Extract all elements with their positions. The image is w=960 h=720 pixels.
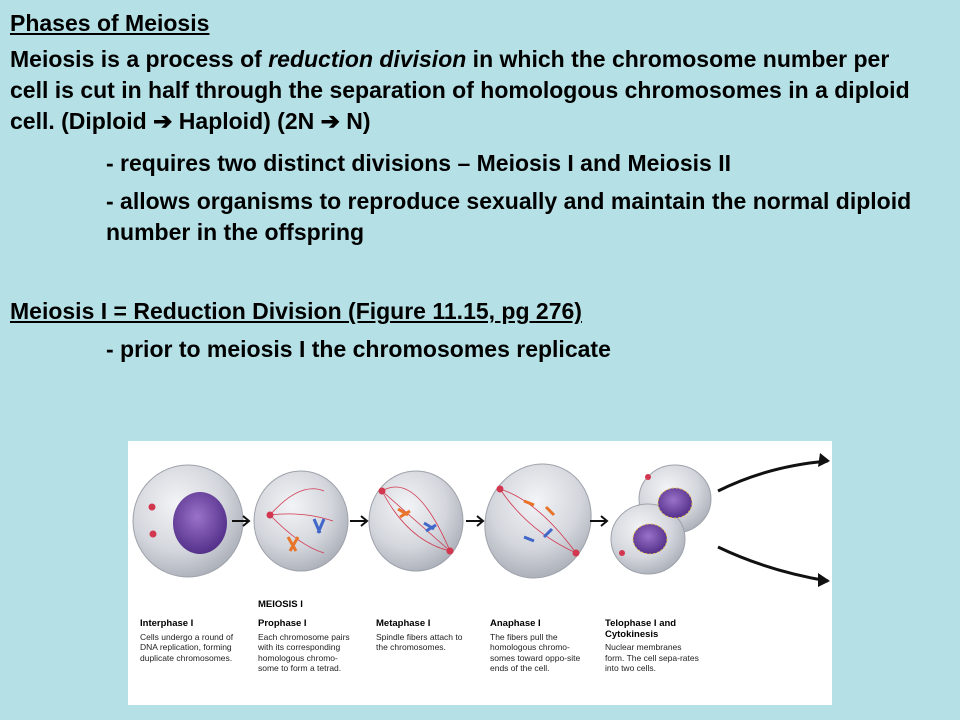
bullet-replicate: - prior to meiosis I the chromosomes rep… [106, 336, 611, 362]
caption-telophase: Telophase I and Cytokinesis Nuclear memb… [605, 618, 701, 674]
meiosis-figure: MEIOSIS I Interphase I Cells undergo a r… [128, 441, 832, 705]
bullet-divisions: - requires two distinct divisions – Meio… [106, 150, 731, 176]
caption-interphase: Interphase I Cells undergo a round of DN… [140, 618, 240, 663]
caption-title: Prophase I [258, 618, 307, 629]
caption-desc: Cells undergo a round of DNA replication… [140, 631, 234, 663]
cell-interphase [132, 464, 244, 578]
arrow-icon [466, 515, 485, 527]
meiosis-diagram [132, 453, 830, 587]
para-lead: Meiosis is a process of [10, 46, 269, 72]
caption-title: Interphase I [140, 618, 194, 629]
bullet-reproduce: - allows organisms to reproduce sexually… [106, 188, 912, 245]
caption-desc: Spindle fibers attach to the chromosomes… [376, 631, 463, 653]
caption-title: Anaphase I [490, 618, 541, 629]
arrow-icon [590, 515, 609, 527]
slide-heading: Phases of Meiosis [10, 10, 210, 36]
caption-title: Metaphase I [376, 618, 431, 629]
para-emphasis: reduction division [268, 46, 467, 72]
intro-paragraph: Meiosis is a process of reduction divisi… [10, 44, 910, 137]
arrow-icon [232, 515, 251, 527]
caption-prophase: Prophase I Each chromosome pairs with it… [258, 618, 358, 674]
caption-desc: Each chromosome pairs with its correspon… [258, 631, 350, 674]
cell-anaphase [484, 463, 592, 579]
arrow-icon: ➔ [320, 108, 340, 134]
para-haploid: Haploid) (2N [172, 108, 321, 134]
para-n: N) [339, 108, 371, 134]
cell-metaphase [368, 470, 464, 572]
caption-anaphase: Anaphase I The fibers pull the homologou… [490, 618, 590, 674]
para-rest: in which the chromosome number per cell … [10, 46, 910, 134]
caption-title: Telophase I and Cytokinesis [605, 618, 677, 640]
arrow-icon [717, 459, 829, 493]
arrow-icon [717, 545, 829, 583]
arrow-icon [350, 515, 369, 527]
caption-desc: Nuclear membranes form. The cell sepa-ra… [605, 642, 699, 673]
cell-telophase [610, 464, 712, 575]
arrow-icon: ➔ [153, 108, 173, 134]
subheading: Meiosis I = Reduction Division (Figure 1… [10, 298, 582, 324]
caption-metaphase: Metaphase I Spindle fibers attach to the… [376, 618, 476, 653]
caption-desc: The fibers pull the homologous chromo-so… [490, 631, 581, 674]
cell-prophase [253, 470, 349, 572]
meiosis-label: MEIOSIS I [258, 599, 303, 610]
